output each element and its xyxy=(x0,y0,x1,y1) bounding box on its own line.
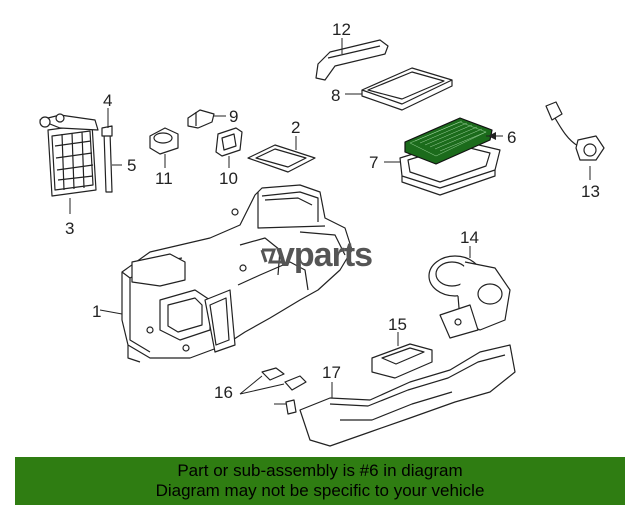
callout-16: 16 xyxy=(214,383,233,402)
watermark-text: vparts xyxy=(276,236,372,274)
callout-17: 17 xyxy=(322,363,341,382)
callout-15: 15 xyxy=(388,315,407,334)
part-6-cabin-filter xyxy=(404,117,493,165)
part-9-clip xyxy=(187,109,215,129)
callout-7: 7 xyxy=(369,153,378,172)
part-17-lower-duct xyxy=(299,344,516,447)
part-12-duct xyxy=(315,39,389,81)
part-2-gasket xyxy=(247,144,316,173)
part-8-filter-cover xyxy=(361,67,453,111)
callout-8: 8 xyxy=(331,86,340,105)
callout-3: 3 xyxy=(65,219,74,238)
callout-13: 13 xyxy=(581,182,600,201)
part-11-grommet xyxy=(149,127,179,155)
part-3-heater-core xyxy=(39,113,99,197)
part-10-actuator xyxy=(215,127,243,157)
callout-9: 9 xyxy=(229,107,238,126)
callout-5: 5 xyxy=(127,156,136,175)
part-13-wiring xyxy=(545,101,605,161)
callout-labels: 1 2 3 4 5 6 7 8 9 10 11 12 13 14 15 16 1… xyxy=(65,20,600,402)
part-15-module xyxy=(371,343,433,379)
part-1-hvac-housing xyxy=(121,184,353,363)
callout-12: 12 xyxy=(332,20,351,39)
callout-2: 2 xyxy=(291,118,300,137)
banner-line-2: Diagram may not be specific to your vehi… xyxy=(155,481,485,500)
callout-4: 4 xyxy=(103,91,112,110)
callout-6: 6 xyxy=(507,128,516,147)
callout-10: 10 xyxy=(219,169,238,188)
part-4-5-seal xyxy=(101,125,113,193)
callout-11: 11 xyxy=(155,169,173,188)
callout-1: 1 xyxy=(92,302,101,321)
watermark-logo: vparts xyxy=(260,236,373,274)
callout-14: 14 xyxy=(460,228,479,247)
leader-lines xyxy=(69,38,591,405)
callout-6-arrow xyxy=(488,132,496,140)
parts-diagram: vparts 1 2 3 4 5 6 7 8 9 10 11 12 13 14 … xyxy=(39,20,605,447)
part-16-sensors xyxy=(261,367,307,415)
banner-line-1: Part or sub-assembly is #6 in diagram xyxy=(177,461,463,480)
info-banner: Part or sub-assembly is #6 in diagram Di… xyxy=(15,457,625,505)
part-14-blower-motor xyxy=(428,255,511,339)
